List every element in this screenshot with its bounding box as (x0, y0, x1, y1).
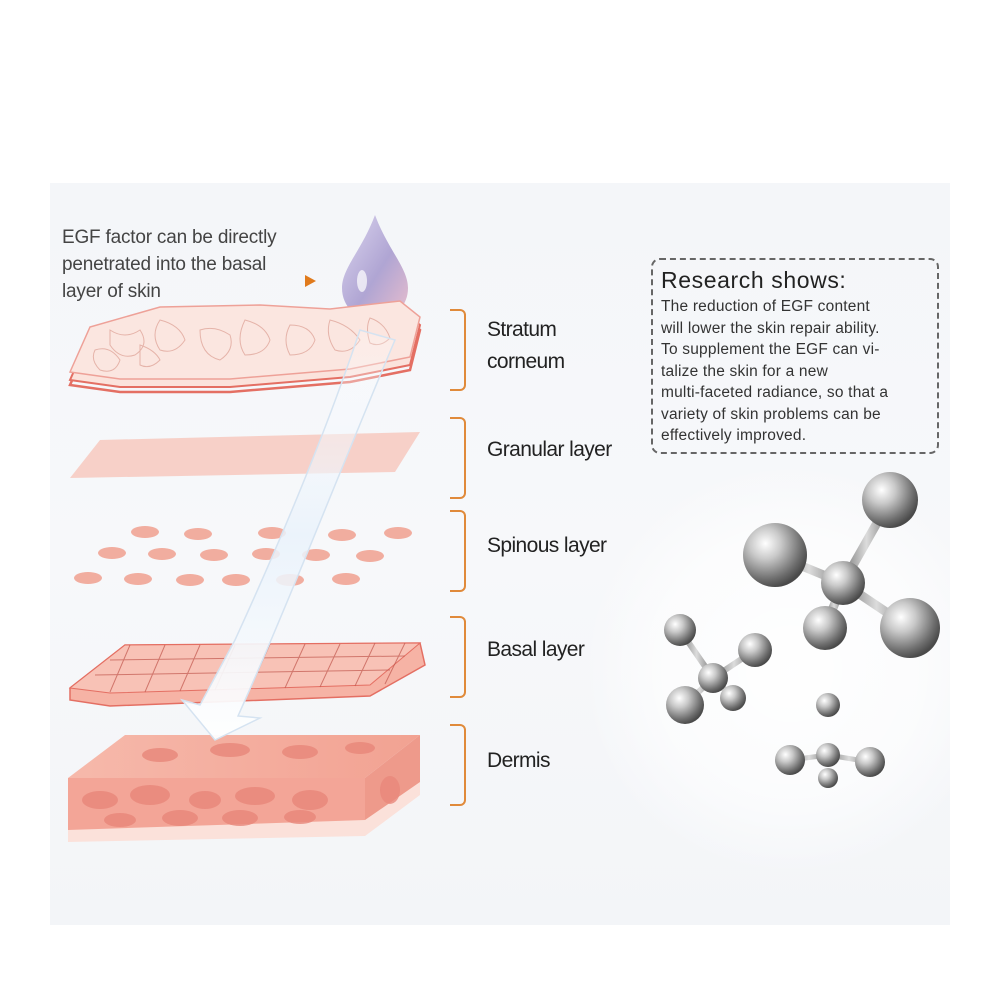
dermis-illustration (68, 735, 420, 842)
bracket-basal-layer (450, 616, 466, 698)
stratum-corneum-illustration (68, 300, 422, 394)
research-title: Research shows: (661, 267, 847, 293)
label-dermis: Dermis (487, 749, 551, 772)
label-spinous-layer: Spinous layer (487, 534, 607, 557)
molecule-icon (664, 614, 772, 724)
molecule-icon (775, 693, 885, 788)
bracket-dermis (450, 724, 466, 806)
granular-layer-illustration (70, 432, 420, 478)
bracket-spinous-layer (450, 510, 466, 592)
penetration-arrow (179, 329, 397, 741)
research-box: Research shows: The reduction of EGF con… (651, 258, 939, 454)
label-granular-layer: Granular layer (487, 438, 612, 461)
label-stratum-corneum: Stratum corneum (487, 318, 565, 373)
label-basal-layer: Basal layer (487, 638, 585, 661)
research-body: The reduction of EGF content will lower … (661, 298, 889, 444)
molecule-icon (743, 472, 940, 658)
egf-intro-text: EGF factor can be directly penetrated in… (62, 227, 277, 302)
spinous-layer-illustration (74, 526, 412, 586)
water-drop-icon (342, 215, 408, 320)
bracket-stratum-corneum (450, 309, 466, 391)
bracket-granular-layer (450, 417, 466, 499)
arrow-right-icon (305, 275, 316, 287)
